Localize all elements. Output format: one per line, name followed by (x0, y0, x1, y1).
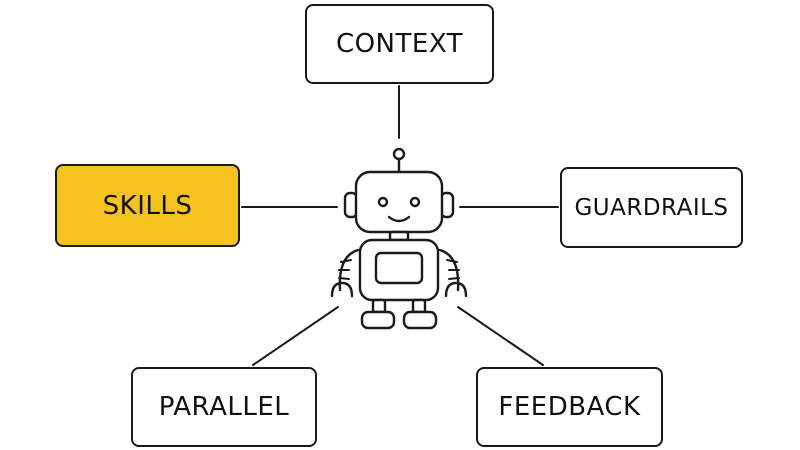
node-feedback[interactable]: FEEDBACK (476, 367, 663, 447)
node-guardrails-label: GUARDRAILS (574, 194, 729, 221)
node-skills[interactable]: SKILLS (55, 164, 240, 247)
node-parallel[interactable]: PARALLEL (131, 367, 317, 447)
node-guardrails[interactable]: GUARDRAILS (560, 167, 743, 248)
robot-icon (330, 147, 468, 330)
node-context[interactable]: CONTEXT (305, 4, 494, 84)
node-parallel-label: PARALLEL (158, 392, 290, 422)
node-skills-label: SKILLS (102, 190, 193, 221)
node-context-label: CONTEXT (335, 29, 464, 59)
node-feedback-label: FEEDBACK (498, 392, 641, 422)
edge-robot-parallel (252, 306, 339, 366)
edge-robot-feedback (457, 306, 544, 366)
